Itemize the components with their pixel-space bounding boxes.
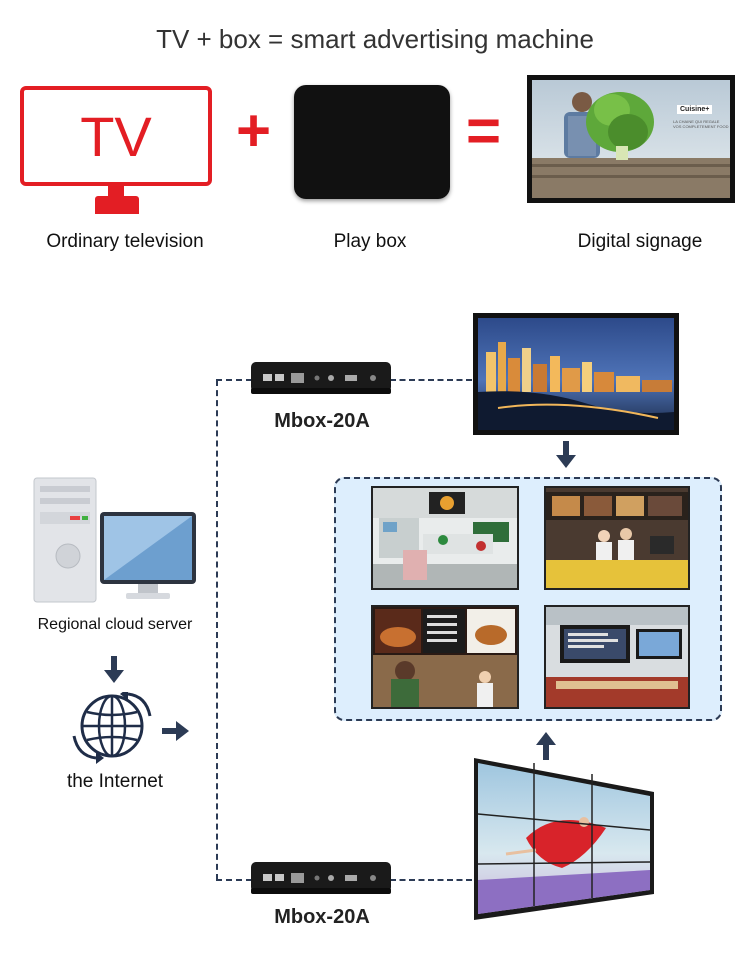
signage-photo-store [371,486,519,590]
plus-sign: + [236,97,272,164]
mbox-bottom-device [251,862,391,894]
tv-stand-base [95,196,139,214]
caption-ordinary-television: Ordinary television [46,231,204,252]
cuisine-logo: Cuisine+ [677,105,713,114]
network-line-bottom-left [216,879,252,881]
caption-digital-signage: Digital signage [577,231,703,252]
arrow-up-icon [536,732,556,760]
arrow-down-icon [556,441,576,468]
signage-photo [532,80,730,198]
page-title: TV + box = smart advertising machine [156,24,594,54]
tv-icon [20,86,212,186]
network-line-vertical [216,380,218,880]
video-wall-display [474,758,654,920]
network-line-bottom-right [390,879,472,881]
arrow-right-icon [162,721,189,741]
city-display-screen [473,313,679,435]
equals-sign: = [466,97,502,164]
internet-label: the Internet [66,771,164,792]
network-line-top-right [390,379,472,381]
signage-photo-airport [544,605,690,709]
tv-text: TV [80,105,152,168]
network-line-top-left [216,379,252,381]
digital-signage-image: Cuisine+ LA CHAINE QUI REGALE VOS COMPLE… [527,75,735,203]
server-label: Regional cloud server [37,616,193,633]
tv-stand-neck [108,186,124,198]
mbox-top-label: Mbox-20A [274,410,370,432]
mbox-top-device [251,362,391,394]
signage-photo-cafe [544,486,690,590]
play-box-icon [294,85,450,199]
arrow-down-icon [104,656,124,683]
globe-icon [72,692,152,764]
signage-photo-fastfood [371,605,519,709]
mbox-bottom-label: Mbox-20A [274,906,370,928]
city-night-photo [478,318,674,430]
cuisine-tagline: LA CHAINE QUI REGALE VOS COMPLETEMENT FO… [673,119,729,129]
caption-play-box: Play box [333,231,407,252]
computer-server-icon [33,477,196,603]
